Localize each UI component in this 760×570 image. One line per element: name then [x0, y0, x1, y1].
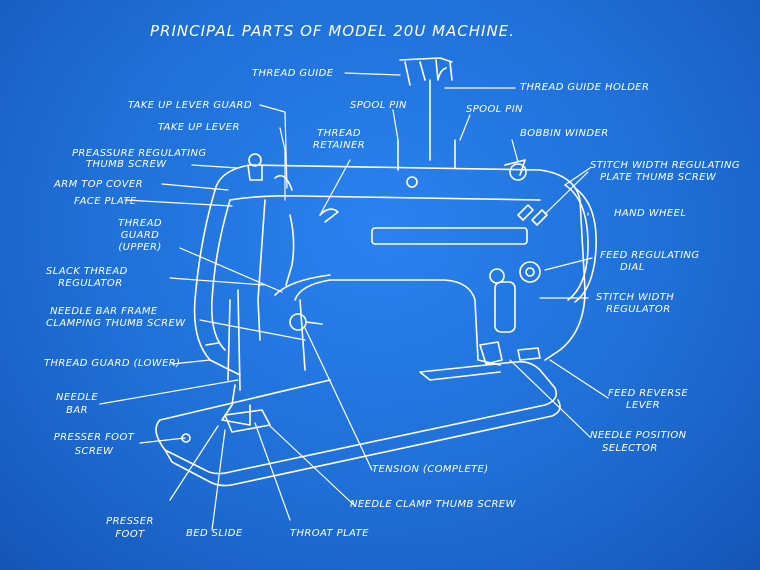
- label-bobbin-winder: BOBBIN WINDER: [520, 128, 609, 139]
- machine-pillar: [294, 279, 501, 366]
- label-thread-guide-holder: THREAD GUIDE HOLDER: [520, 82, 650, 93]
- label-tension: TENSION (COMPLETE): [372, 464, 489, 475]
- label-feed-regulating-2: DIAL: [620, 262, 645, 273]
- label-needle-position-1: NEEDLE POSITION: [590, 430, 687, 441]
- label-needle-position-2: SELECTOR: [602, 443, 658, 454]
- label-spool-pin-right: SPOOL PIN: [466, 104, 523, 115]
- label-stitch-width-reg-2: REGULATOR: [606, 304, 671, 315]
- label-feed-regulating-1: FEED REGULATING: [600, 250, 700, 261]
- label-pressure-regulating-1: PREASSURE REGULATING: [72, 148, 207, 159]
- label-throat-plate: THROAT PLATE: [290, 528, 369, 539]
- label-feed-reverse-1: FEED REVERSE: [608, 388, 689, 399]
- face-plate: [210, 199, 231, 351]
- label-thread-guard-lower: THREAD GUARD (LOWER): [44, 358, 181, 369]
- label-presser-foot-screw-2: SCREW: [74, 446, 114, 457]
- label-needle-bar-frame-1: NEEDLE BAR FRAME: [50, 306, 158, 317]
- label-needle-bar-1: NEEDLE: [55, 392, 99, 403]
- label-stitch-width-plate-2: PLATE THUMB SCREW: [600, 172, 717, 183]
- label-thread-guide: THREAD GUIDE: [252, 68, 334, 79]
- label-feed-reverse-2: LEVER: [626, 400, 660, 411]
- label-stitch-width-reg-1: STITCH WIDTH: [596, 292, 675, 303]
- label-presser-foot-1: PRESSER: [106, 516, 154, 527]
- throat-plate: [224, 409, 271, 433]
- machine-arm: [214, 164, 586, 361]
- label-slack-thread-2: REGULATOR: [58, 278, 123, 289]
- label-hand-wheel: HAND WHEEL: [614, 208, 687, 219]
- label-needle-bar-frame-2: CLAMPING THUMB SCREW: [46, 318, 186, 329]
- leader-lines: [99, 72, 609, 531]
- label-thread-retainer-2: RETAINER: [312, 140, 366, 151]
- label-take-up-lever: TAKE UP LEVER: [158, 122, 240, 133]
- label-thread-guard-upper-3: (UPPER): [118, 242, 162, 253]
- label-stitch-width-plate-1: STITCH WIDTH REGULATING: [590, 160, 741, 171]
- label-needle-clamp: NEEDLE CLAMP THUMB SCREW: [350, 499, 516, 510]
- label-spool-pin-left: SPOOL PIN: [350, 100, 407, 111]
- hand-wheel: [564, 184, 589, 301]
- label-presser-foot-screw-1: PRESSER FOOT: [53, 432, 135, 443]
- machine-bed: [155, 360, 558, 475]
- label-pressure-regulating-2: THUMB SCREW: [86, 159, 167, 170]
- label-presser-foot-2: FOOT: [115, 529, 145, 540]
- tension-assembly: [289, 313, 307, 331]
- label-needle-bar-2: BAR: [66, 405, 88, 416]
- label-thread-guard-upper-1: THREAD: [118, 218, 162, 229]
- label-thread-retainer-1: THREAD: [317, 128, 361, 139]
- label-arm-top-cover: ARM TOP COVER: [54, 179, 143, 190]
- diagram-title: PRINCIPAL PARTS OF MODEL 20U MACHINE.: [150, 22, 515, 40]
- label-bed-slide: BED SLIDE: [186, 528, 243, 539]
- label-slack-thread-1: SLACK THREAD: [46, 266, 128, 277]
- label-thread-guard-upper-2: GUARD: [120, 230, 160, 241]
- needle-bar: [237, 289, 241, 391]
- label-take-up-lever-guard: TAKE UP LEVER GUARD: [128, 100, 252, 111]
- label-face-plate: FACE PLATE: [74, 196, 137, 207]
